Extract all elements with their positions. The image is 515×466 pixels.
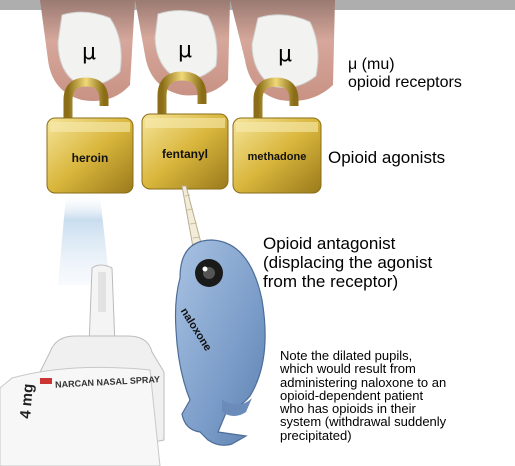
nasal-spray-device (0, 265, 164, 466)
receptor-label-line1: μ (mu) (348, 56, 462, 74)
mu-symbol-3: μ (278, 42, 292, 67)
mu-symbol-1: μ (82, 40, 96, 65)
antagonist-label-line2: (displacing the agonist (263, 253, 432, 272)
note-line: precipitated) (280, 429, 446, 442)
lock-label-methadone: methadone (233, 151, 321, 163)
antagonist-label-line1: Opioid antagonist (263, 234, 432, 253)
lock-label-heroin: heroin (47, 151, 133, 165)
note-line: administering naloxone to an (280, 376, 446, 389)
note-line: system (withdrawal suddenly (280, 415, 446, 428)
spray-brand-name: NARCAN (55, 378, 94, 390)
agonist-label: Opioid agonists (328, 148, 445, 167)
note-line: who has opioids in their (280, 402, 446, 415)
receptor-label-line2: opioid receptors (348, 74, 462, 92)
pupil-note: Note the dilated pupils, which would res… (280, 349, 446, 442)
receptor-label: μ (mu) opioid receptors (348, 56, 462, 92)
note-line: which would result from (280, 362, 446, 375)
antagonist-label: Opioid antagonist (displacing the agonis… (263, 234, 432, 291)
lock-label-fentanyl: fentanyl (142, 147, 228, 161)
note-line: opioid-dependent patient (280, 389, 446, 402)
antagonist-label-line3: from the receptor) (263, 272, 432, 291)
spray-dose: 4 mg (18, 383, 38, 419)
note-line: Note the dilated pupils, (280, 349, 446, 362)
mu-symbol-2: μ (178, 38, 192, 63)
